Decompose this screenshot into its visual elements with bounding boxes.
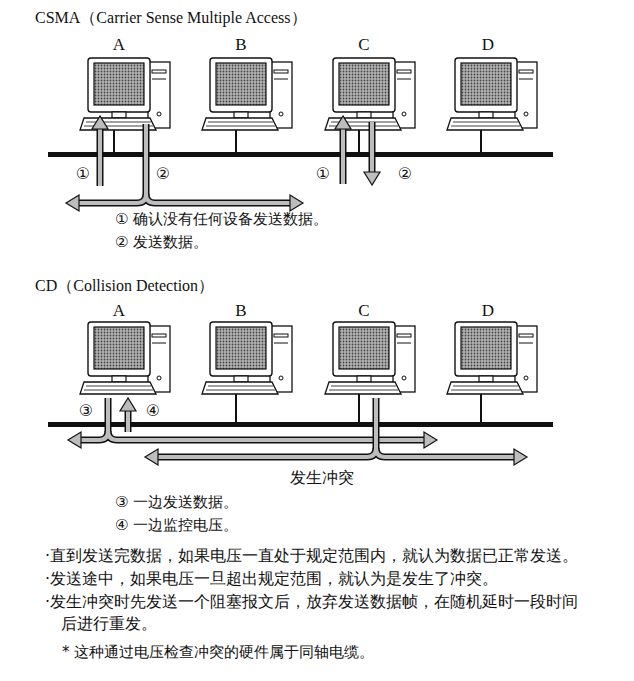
callout-number: ② <box>156 164 170 183</box>
signal-arrow <box>364 122 380 185</box>
computer-label: D <box>482 35 494 55</box>
computer-icon <box>447 58 537 130</box>
computer-icon <box>80 322 170 394</box>
section-heading: CD（Collision Detection） <box>35 276 214 297</box>
computer-icon <box>80 58 170 130</box>
step-note: ① 确认没有任何设备发送数据。 <box>115 210 328 229</box>
callout-number: ① <box>76 164 90 183</box>
computer-label: A <box>113 35 125 55</box>
computer-label: C <box>358 35 369 55</box>
computer-label: A <box>113 301 125 321</box>
computer-icon <box>325 58 415 130</box>
cable <box>114 130 481 153</box>
callout-number: ① <box>316 164 330 183</box>
step-note: ② 发送数据。 <box>115 233 208 252</box>
callout-number: ③ <box>79 401 93 420</box>
signal-arrow <box>68 398 437 448</box>
computer-label: B <box>235 301 246 321</box>
computer-icon <box>202 322 292 394</box>
section-heading: CSMA（Carrier Sense Multiple Access） <box>35 8 307 29</box>
computer-icon <box>325 322 415 394</box>
computer-label: D <box>482 301 494 321</box>
step-note: ③ 一边发送数据。 <box>115 493 238 512</box>
signal-arrow <box>120 398 136 432</box>
computer-icon <box>447 322 537 394</box>
bullet-note: ·发生冲突时先发送一个阻塞报文后，放弃发送数据帧，在随机延时一段时间 后进行重发… <box>45 591 625 635</box>
cable <box>236 394 481 423</box>
computer-icon <box>202 58 292 130</box>
computer-label: C <box>358 301 369 321</box>
bullet-note: ·直到发送完数据，如果电压一直处于规定范围内，就认为数据已正常发送。 <box>45 545 625 567</box>
collision-label: 发生冲突 <box>290 468 354 489</box>
signal-arrow <box>92 116 108 186</box>
signal-arrow <box>335 116 351 184</box>
bullet-note: ·发送途中，如果电压一旦超出规定范围，就认为是发生了冲突。 <box>45 568 625 590</box>
bus-cable <box>48 422 553 427</box>
bus-cable <box>48 152 553 157</box>
computer-label: B <box>235 35 246 55</box>
signal-arrow <box>66 124 303 211</box>
footnote: * 这种通过电压检查冲突的硬件属于同轴电缆。 <box>62 643 374 662</box>
signal-arrow <box>145 398 527 465</box>
step-note: ④ 一边监控电压。 <box>115 516 238 535</box>
callout-number: ② <box>398 164 412 183</box>
callout-number: ④ <box>146 401 160 420</box>
